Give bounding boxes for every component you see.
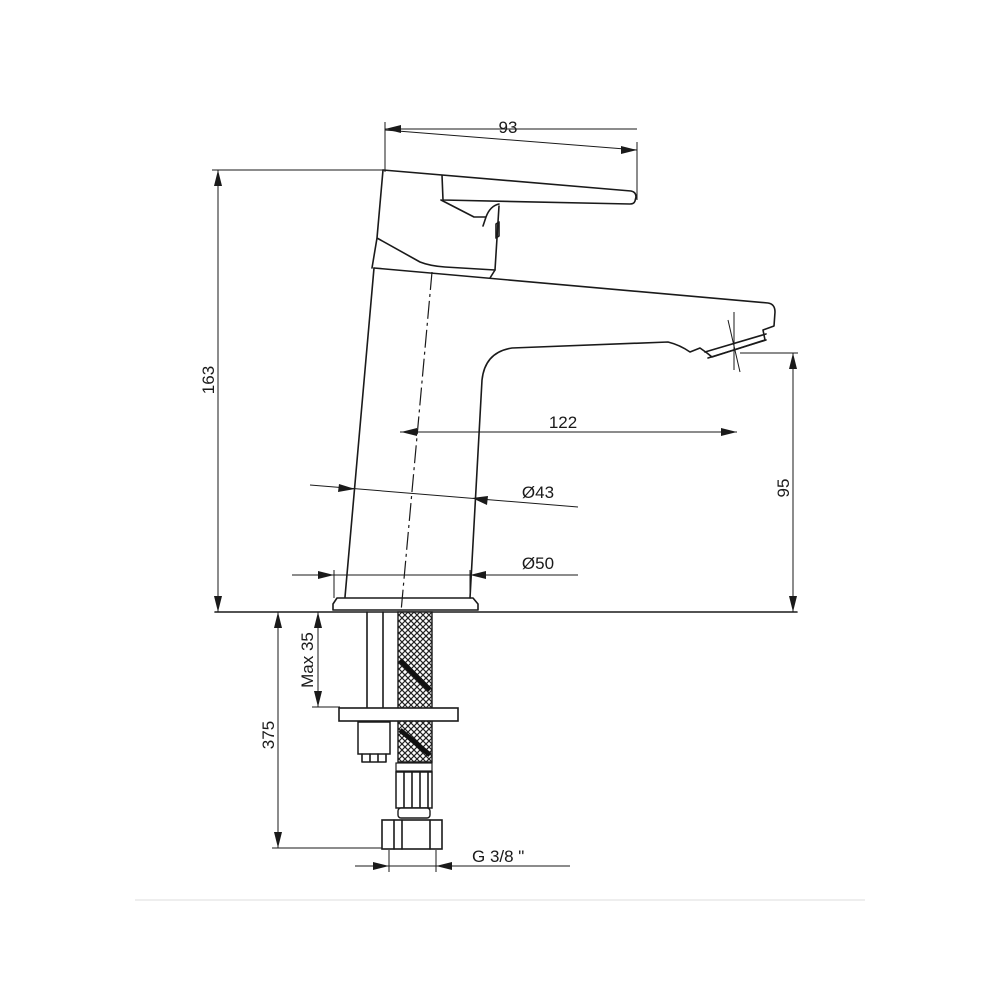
connector-nut [381, 819, 443, 850]
dim-label-max35: Max 35 [298, 632, 317, 688]
dimension-hose-length: 375 [259, 612, 382, 849]
dimension-spout-reach: 122 [400, 413, 737, 436]
mounting-assembly [338, 611, 459, 850]
hose-fitting [395, 771, 433, 809]
hex-nut [357, 721, 391, 755]
center-line [400, 271, 433, 613]
dim-label-122: 122 [549, 413, 577, 432]
dimension-spout-height: 95 [740, 352, 798, 612]
dimension-total-height: 163 [199, 169, 385, 612]
dim-label-95: 95 [774, 479, 793, 498]
spout [373, 267, 776, 599]
dim-label-93: 93 [499, 118, 518, 137]
dimension-max-35: Max 35 [298, 612, 340, 708]
fixing-plate [338, 707, 459, 722]
dimension-diameter-43: Ø43 [309, 483, 579, 508]
dim-label-d43: Ø43 [522, 483, 554, 502]
dim-label-375: 375 [259, 721, 278, 749]
base-plate [332, 597, 479, 611]
dim-label-thread: G 3/8 " [472, 847, 524, 866]
dimension-thread: G 3/8 " [355, 847, 570, 872]
lever-handle [382, 169, 637, 205]
dimension-diameter-50: Ø50 [292, 554, 578, 598]
dim-label-163: 163 [199, 366, 218, 394]
dim-label-d50: Ø50 [522, 554, 554, 573]
faucet-outline [332, 169, 776, 613]
dimension-handle-length: 93 [384, 118, 638, 200]
